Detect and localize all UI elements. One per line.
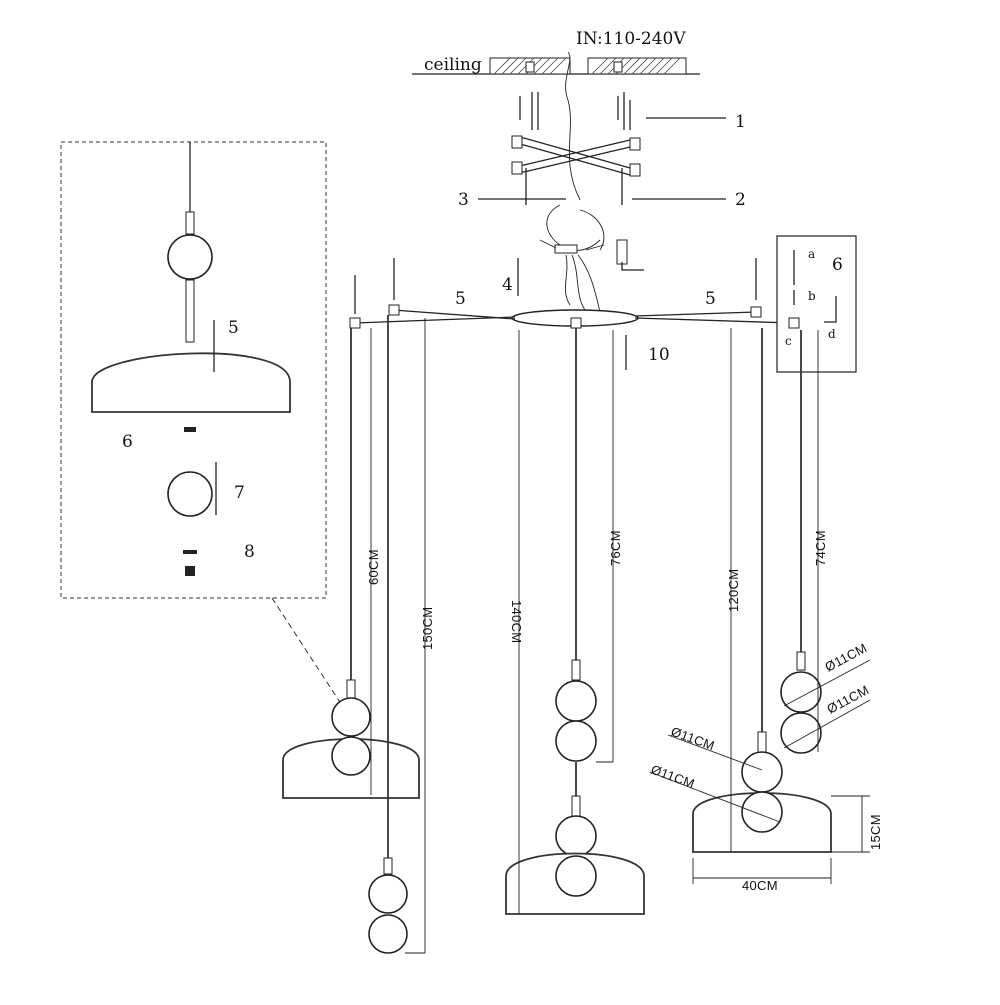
dia-3-leader — [783, 659, 871, 707]
pendant-4-connector — [571, 795, 581, 817]
pendant-3-connector — [571, 659, 581, 681]
pendant-2-lower-globe — [368, 914, 408, 954]
inset-label-b: b — [808, 289, 816, 303]
dim-150cm: 150CM — [420, 607, 435, 650]
detail-callout-6: 6 — [122, 432, 133, 452]
callout-5-left: 5 — [455, 289, 466, 309]
inset-block-c — [788, 317, 800, 329]
inset-label-c: c — [785, 334, 792, 348]
callout-2: 2 — [735, 190, 746, 210]
detail-callout-8: 8 — [244, 542, 255, 562]
dia-3: Ø11CM — [822, 640, 869, 675]
pendant-1-upper-globe — [331, 697, 371, 737]
detail-connector — [185, 211, 195, 235]
detail-box — [60, 141, 327, 599]
inset-label-a: a — [808, 247, 815, 261]
wire-connector-cluster — [539, 204, 644, 313]
dia-2-leader — [649, 771, 781, 823]
detail-nut — [184, 427, 196, 432]
pendant-6-lower-globe — [780, 712, 822, 754]
power-wire — [565, 51, 581, 201]
dim-74cm: 74CM — [813, 530, 828, 566]
support-arms — [354, 309, 793, 324]
pendant-1-connector — [346, 679, 356, 699]
detail-shade — [91, 352, 291, 413]
pendant-4-upper-globe — [555, 815, 597, 857]
inset-box-6 — [776, 235, 857, 373]
pendant-4-lower-globe — [555, 855, 597, 897]
pendant-5-lower-globe — [741, 791, 783, 833]
pendant-3-lower-globe — [555, 720, 597, 762]
power-input-label: IN:110-240V — [576, 29, 686, 49]
ceiling-label: ceiling — [424, 55, 482, 75]
dim-60cm: 60CM — [366, 549, 381, 585]
detail-lower-globe — [167, 471, 213, 517]
pendant-2-upper-globe — [368, 874, 408, 914]
detail-threaded-rod — [185, 279, 195, 343]
pendant-6-connector — [796, 651, 806, 671]
detail-callout-7: 7 — [234, 483, 245, 503]
dim-140cm: 140CM — [509, 600, 524, 643]
dim-120cm: 120CM — [726, 569, 741, 612]
callout-4: 4 — [502, 275, 513, 295]
mounting-screws — [519, 92, 631, 205]
detail-cap — [183, 550, 197, 554]
detail-screw — [185, 566, 195, 576]
dim-40cm: 40CM — [742, 878, 778, 893]
detail-upper-globe — [167, 234, 213, 280]
dia-4-leader — [783, 699, 871, 749]
ceiling-plate — [412, 57, 700, 75]
dia-4: Ø11CM — [824, 682, 871, 717]
dim-76cm: 76CM — [608, 530, 623, 566]
inset-title: 6 — [832, 255, 843, 275]
detail-callout-5: 5 — [228, 318, 239, 338]
dia-1: Ø11CM — [669, 724, 717, 754]
detail-leader — [271, 597, 346, 711]
cross-bracket — [511, 135, 641, 177]
pendant-5-connector — [757, 731, 767, 753]
pendant-2-connector — [383, 857, 393, 875]
callout-5-right: 5 — [705, 289, 716, 309]
callout-3: 3 — [458, 190, 469, 210]
inset-hexkey-d — [824, 296, 837, 323]
pendant-6-upper-globe — [780, 671, 822, 713]
inset-label-d: d — [828, 327, 836, 341]
pendant-1-lower-globe — [331, 736, 371, 776]
dia-2: Ø11CM — [649, 762, 697, 792]
dim-15cm: 15CM — [868, 814, 883, 850]
dia-1-leader — [667, 734, 763, 771]
callout-1: 1 — [735, 112, 746, 132]
pendant-5-upper-globe — [741, 751, 783, 793]
callout-10: 10 — [648, 345, 670, 365]
pendant-3-upper-globe — [555, 680, 597, 722]
